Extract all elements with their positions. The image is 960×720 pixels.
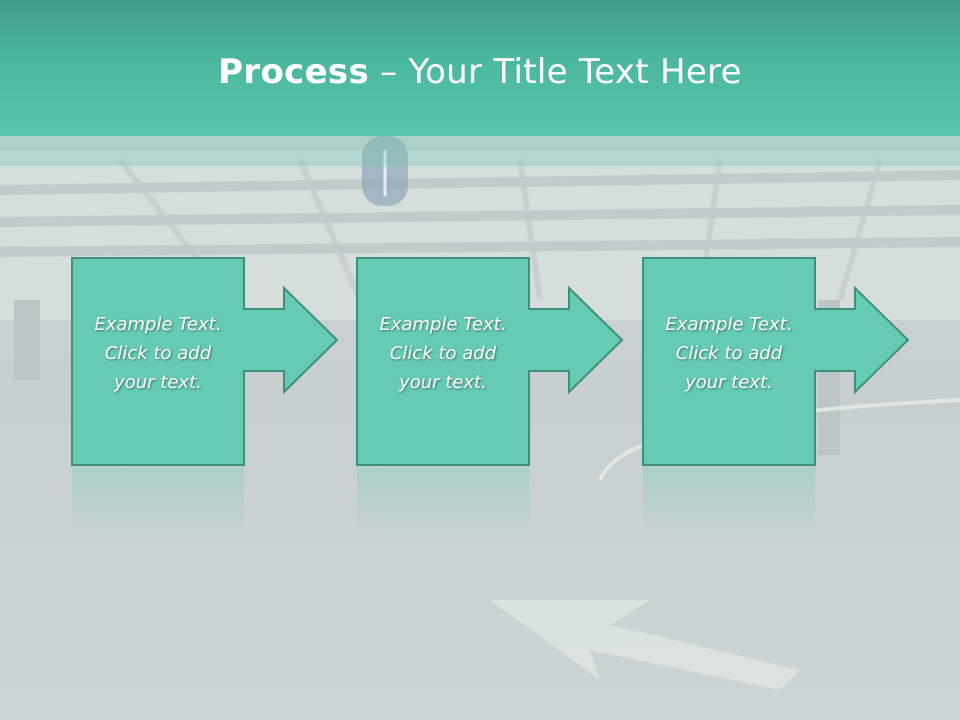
step-3-text[interactable]: Example Text. Click to add your text. bbox=[665, 314, 793, 393]
slide-title[interactable]: Process – Your Title Text Here bbox=[0, 52, 960, 92]
step-1-arrow-shape bbox=[71, 257, 339, 466]
step-2-arrow-shape bbox=[356, 257, 624, 466]
process-step-1[interactable]: Example Text. Click to add your text. bbox=[71, 257, 409, 467]
step-3-arrow-shape bbox=[642, 257, 910, 466]
step-2-reflection bbox=[357, 467, 586, 537]
title-rest: – Your Title Text Here bbox=[369, 52, 742, 92]
process-step-3[interactable]: Example Text. Click to add your text. bbox=[642, 257, 960, 467]
step-1-reflection bbox=[72, 467, 301, 537]
title-bold: Process bbox=[218, 52, 370, 92]
process-step-2[interactable]: Example Text. Click to add your text. bbox=[356, 257, 694, 467]
step-3-reflection bbox=[643, 467, 872, 537]
title-band bbox=[0, 136, 960, 166]
title-bar bbox=[0, 0, 960, 136]
step-2-text[interactable]: Example Text. Click to add your text. bbox=[379, 314, 507, 393]
step-1-text[interactable]: Example Text. Click to add your text. bbox=[94, 314, 222, 393]
